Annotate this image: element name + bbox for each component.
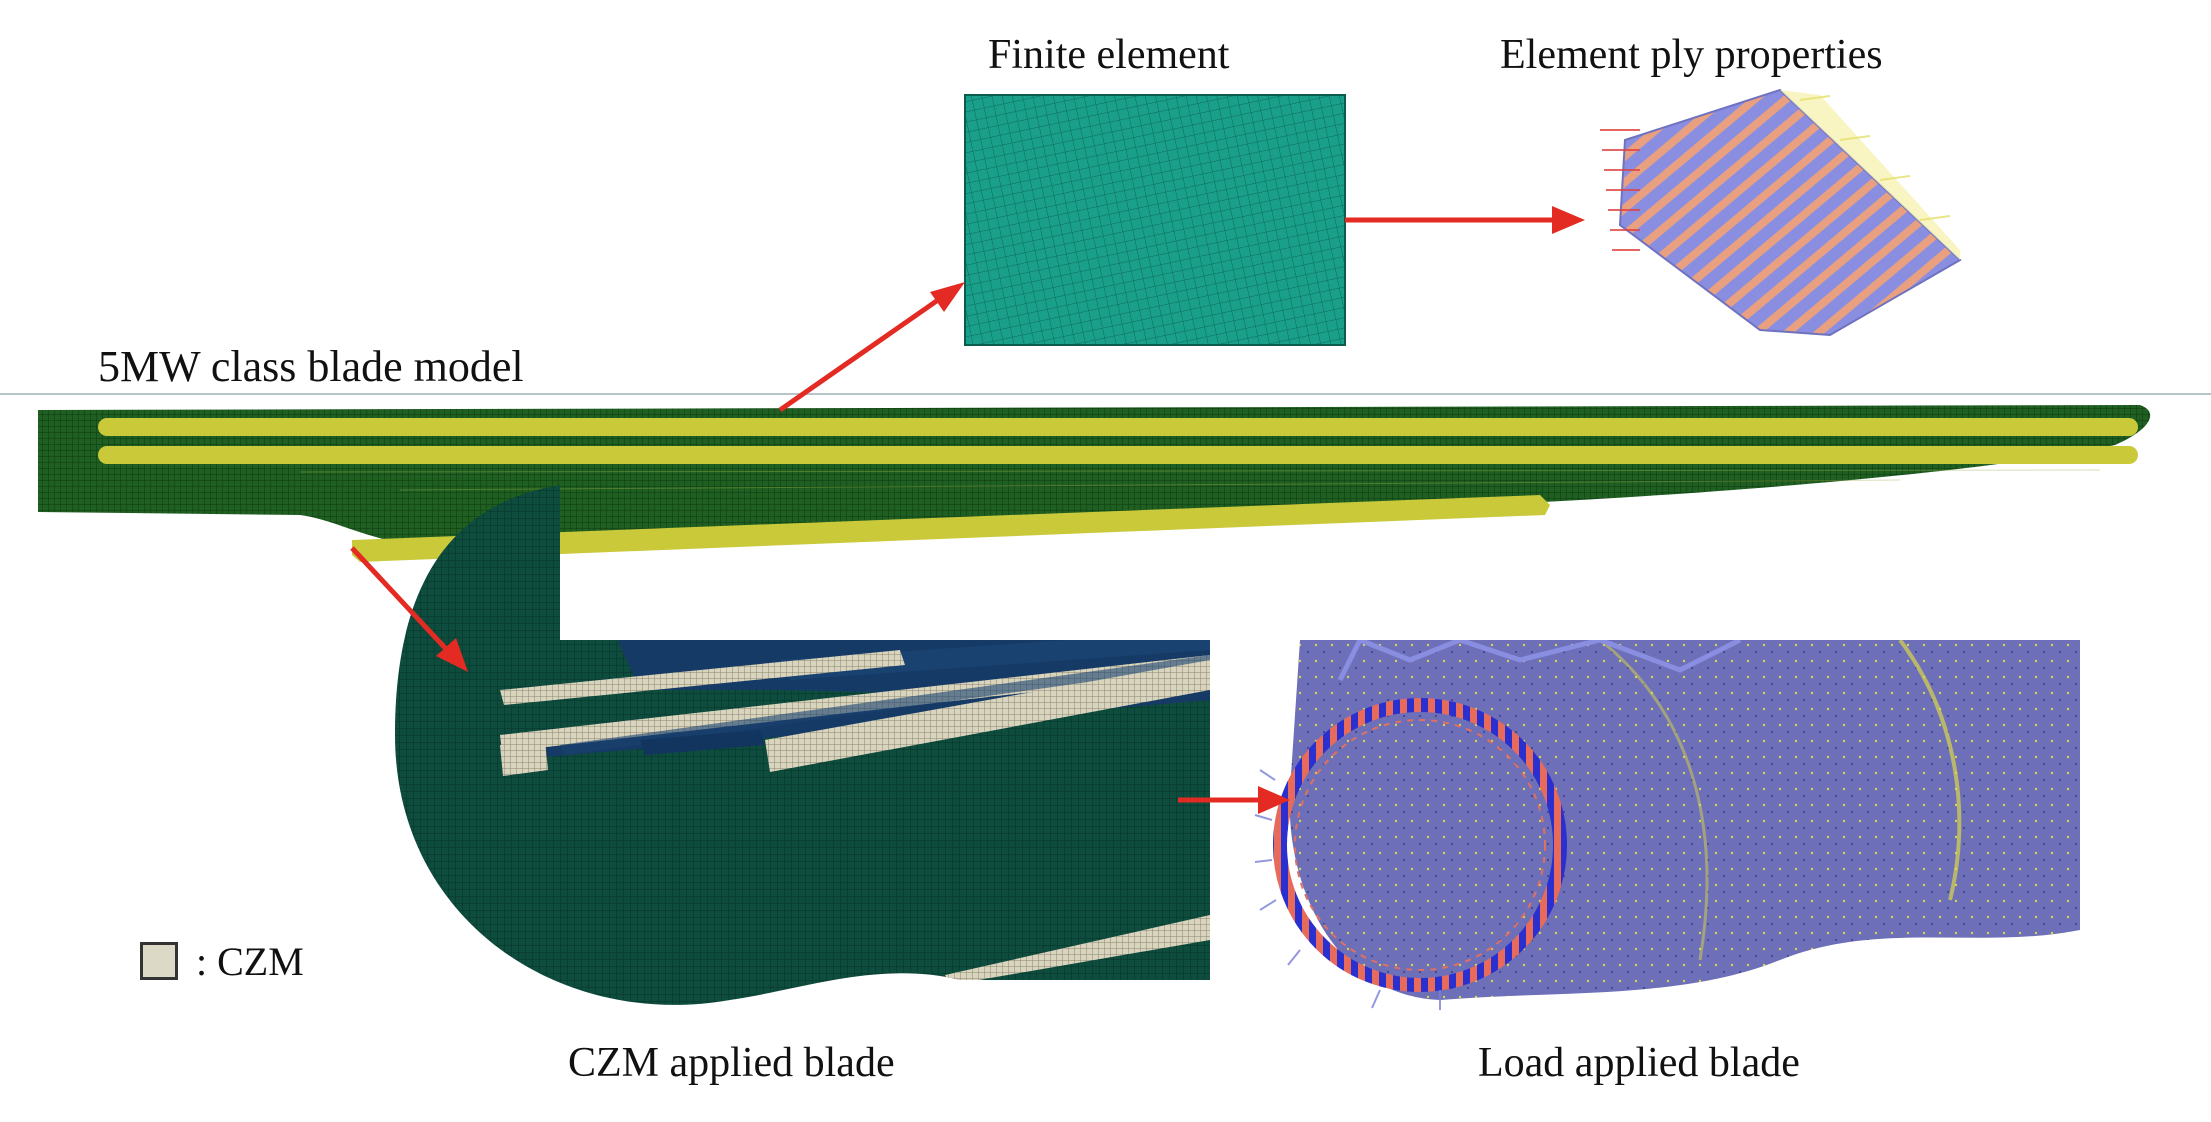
red-arrow-icon <box>350 546 468 672</box>
finite-element-label: Finite element <box>988 32 1230 78</box>
red-arrow-icon <box>778 282 965 413</box>
element-ply-panel <box>1600 88 1962 337</box>
czm-applied-label: CZM applied blade <box>568 1040 895 1086</box>
czm-legend-label: : CZM <box>196 939 304 984</box>
spar-cap-lower <box>352 495 1550 562</box>
blade-model-label: 5MW class blade model <box>98 342 524 391</box>
blade-model <box>38 405 2151 562</box>
load-ring <box>1273 698 1567 992</box>
element-ply-label: Element ply properties <box>1500 32 1883 78</box>
red-arrow-icon <box>1345 206 1585 234</box>
czm-applied-blade <box>395 485 1210 1005</box>
czm-swatch-icon <box>140 942 178 980</box>
spar-cap-upper <box>98 418 2138 436</box>
red-arrow-icon <box>1178 786 1290 814</box>
load-applied-label: Load applied blade <box>1478 1040 1800 1086</box>
load-applied-blade <box>1254 640 2080 1010</box>
finite-element-panel <box>964 94 1346 346</box>
spar-cap-middle <box>98 446 2138 464</box>
